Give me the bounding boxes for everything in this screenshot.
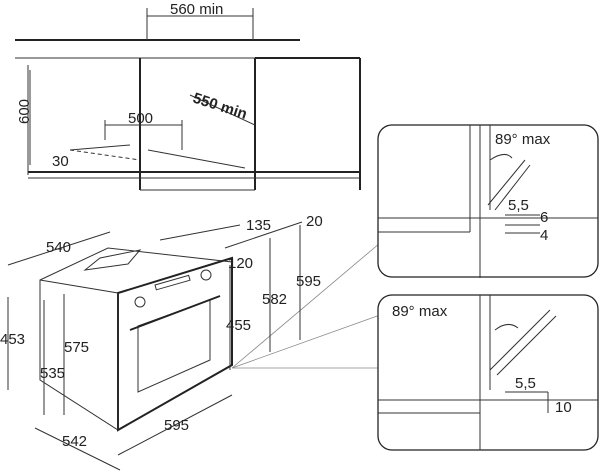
- label-side-height: 453: [0, 331, 25, 348]
- label-door-height: 455: [226, 317, 251, 334]
- label-vent-angle: 30: [52, 153, 69, 170]
- label-panel-height: 120: [228, 255, 253, 272]
- label-top-angle: 89° max: [495, 131, 551, 148]
- label-depth-min: 550 min: [191, 90, 249, 123]
- label-body-depth: 535: [40, 365, 65, 382]
- label-body-height: 575: [64, 339, 89, 356]
- label-niche-height: 600: [16, 99, 33, 124]
- label-cavity-height: 582: [262, 291, 287, 308]
- label-front-width: 595: [164, 417, 189, 434]
- label-panel-depth: 135: [246, 217, 271, 234]
- label-door-thickness: 20: [306, 213, 323, 230]
- oven-drawing: [7, 221, 381, 471]
- label-niche-depth: 500: [128, 110, 153, 127]
- label-top-gap: 5,5: [508, 197, 529, 214]
- niche-drawing: [15, 8, 361, 191]
- label-bottom-offset: 10: [555, 399, 572, 416]
- detail-bottom: [377, 294, 599, 451]
- label-total-height: 595: [296, 273, 321, 290]
- label-bottom-angle: 89° max: [392, 303, 448, 320]
- label-base-depth: 542: [62, 433, 87, 450]
- label-bottom-gap: 5,5: [515, 375, 536, 392]
- detail-top: [377, 124, 599, 278]
- label-top-offset-a: 6: [540, 209, 548, 226]
- label-width-min: 560 min: [170, 1, 223, 18]
- label-top-offset-b: 4: [540, 227, 548, 244]
- label-overall-depth: 540: [46, 239, 71, 256]
